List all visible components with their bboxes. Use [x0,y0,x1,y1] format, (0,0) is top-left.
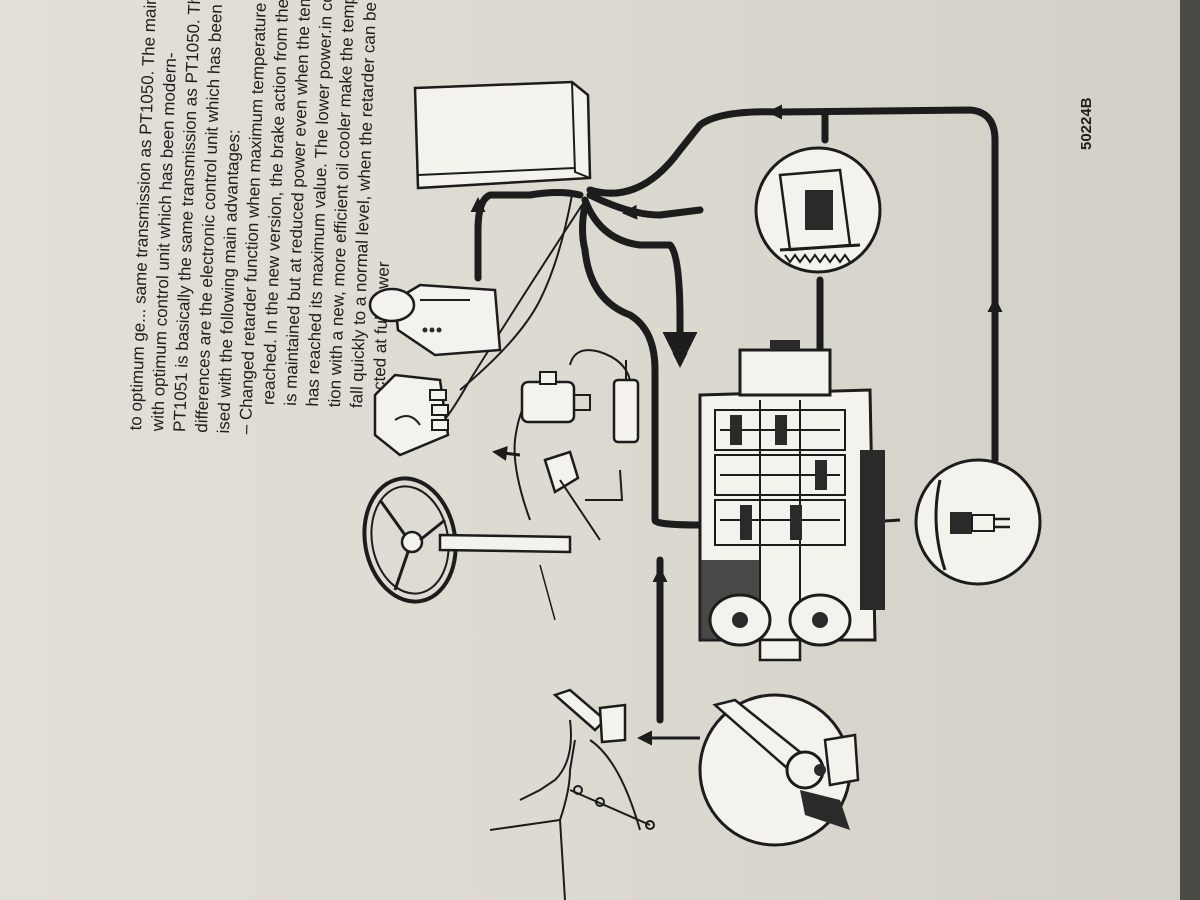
wiring-harness [474,106,999,724]
gear-selector [368,283,502,357]
lever-detail [698,693,860,847]
solenoid-valve [520,371,591,424]
control-unit-box [413,80,592,190]
sensor-detail-top [754,146,882,274]
brake-pedal [543,450,601,541]
transmission [698,340,885,662]
relay-box [373,373,450,457]
small-lever [519,688,641,831]
sensor-detail-right [914,458,1042,586]
steering-wheel [362,476,572,621]
cylinder [612,360,640,444]
page-edge-shadow [1180,0,1200,900]
